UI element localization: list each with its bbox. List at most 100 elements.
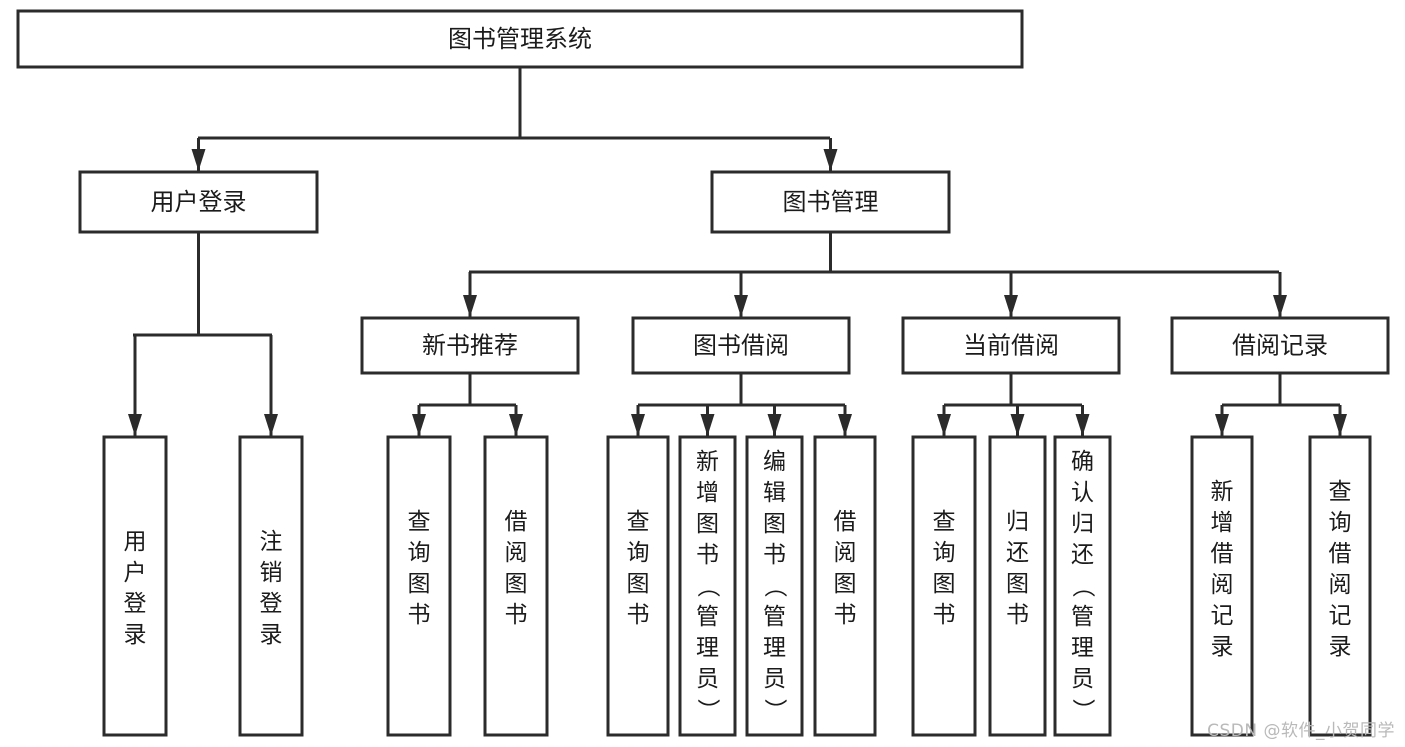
node-label-borrow-record: 借阅记录 bbox=[1232, 332, 1328, 360]
node-label-rec-query-record-char-2: 借 bbox=[1329, 541, 1352, 567]
node-label-user-login-do-char-2: 登 bbox=[124, 591, 147, 617]
node-label-borrow-edit-book-char-2: 图 bbox=[763, 511, 786, 537]
node-label-borrow-query-book-char-0: 查 bbox=[627, 509, 650, 535]
node-box-rec-borrow-book[interactable] bbox=[483, 435, 549, 737]
node-label-rec-query-record-char-0: 查 bbox=[1329, 479, 1352, 505]
node-label-user-login: 用户登录 bbox=[151, 188, 247, 216]
node-label-rec-query-book-char-1: 询 bbox=[408, 540, 431, 566]
arrow-head-icon bbox=[734, 295, 748, 317]
node-box-cur-query-book[interactable] bbox=[911, 435, 977, 737]
node-label-rec-add-record-char-5: 录 bbox=[1211, 634, 1234, 660]
arrow-head-icon bbox=[463, 295, 477, 317]
node-label-rec-add-record-char-3: 阅 bbox=[1211, 572, 1234, 598]
node-label-cur-confirm-return-char-5: 管 bbox=[1071, 604, 1094, 630]
node-label-user-login-do-char-0: 用 bbox=[124, 529, 147, 555]
node-label-rec-add-record-char-4: 记 bbox=[1211, 603, 1234, 629]
node-user-login-do[interactable]: 用户登录 bbox=[102, 435, 168, 737]
arrow-head-icon bbox=[412, 414, 426, 436]
node-label-cur-query-book-char-2: 图 bbox=[933, 571, 956, 597]
node-box-user-login-do[interactable] bbox=[102, 435, 168, 737]
node-label-cur-return-book-char-1: 还 bbox=[1006, 540, 1029, 566]
node-label-rec-query-book-char-0: 查 bbox=[408, 509, 431, 535]
node-book-borrow[interactable]: 图书借阅 bbox=[631, 316, 851, 375]
node-label-borrow-add-book-char-7: 员 bbox=[696, 666, 719, 692]
node-book-manage[interactable]: 图书管理 bbox=[710, 170, 951, 234]
node-box-book-borrow[interactable] bbox=[631, 316, 851, 375]
node-label-borrow-edit-book-char-5: 管 bbox=[763, 604, 786, 630]
node-root[interactable]: 图书管理系统 bbox=[16, 9, 1024, 69]
arrow-head-icon bbox=[767, 414, 782, 436]
node-borrow-record[interactable]: 借阅记录 bbox=[1170, 316, 1390, 375]
node-label-borrow-query-book-char-2: 图 bbox=[627, 571, 650, 597]
node-label-borrow-edit-book-char-0: 编 bbox=[763, 449, 786, 475]
node-label-cur-confirm-return-char-0: 确 bbox=[1071, 449, 1094, 475]
node-label-cur-return-book-char-0: 归 bbox=[1006, 509, 1029, 535]
node-box-new-book-rec[interactable] bbox=[360, 316, 580, 375]
node-box-cur-return-book[interactable] bbox=[988, 435, 1047, 737]
node-new-book-rec[interactable]: 新书推荐 bbox=[360, 316, 580, 375]
node-label-cur-confirm-return-char-8: ） bbox=[1070, 699, 1096, 722]
node-label-borrow-edit-book-char-4: （ bbox=[762, 575, 788, 598]
node-user-login[interactable]: 用户登录 bbox=[78, 170, 319, 234]
node-label-borrow-lend-book-char-0: 借 bbox=[834, 509, 857, 535]
node-label-borrow-edit-book-char-1: 辑 bbox=[763, 480, 786, 506]
node-label-rec-borrow-book-char-2: 图 bbox=[505, 571, 528, 597]
node-label-root: 图书管理系统 bbox=[448, 25, 592, 53]
node-label-cur-query-book-char-1: 询 bbox=[933, 540, 956, 566]
node-box-user-logout[interactable] bbox=[238, 435, 304, 737]
node-label-borrow-add-book-char-8: ） bbox=[695, 699, 721, 722]
node-label-borrow-add-book-char-0: 新 bbox=[696, 449, 719, 475]
arrow-head-icon bbox=[264, 414, 278, 436]
arrow-head-icon bbox=[1004, 295, 1018, 317]
node-label-borrow-lend-book-char-1: 阅 bbox=[834, 540, 857, 566]
node-box-borrow-record[interactable] bbox=[1170, 316, 1390, 375]
arrow-head-icon bbox=[191, 149, 206, 171]
node-label-borrow-add-book-char-2: 图 bbox=[696, 511, 719, 537]
node-box-borrow-query-book[interactable] bbox=[606, 435, 670, 737]
node-box-rec-query-book[interactable] bbox=[386, 435, 452, 737]
node-box-root[interactable] bbox=[16, 9, 1024, 69]
node-box-cur-confirm-return[interactable] bbox=[1053, 435, 1112, 737]
node-box-book-manage[interactable] bbox=[710, 170, 951, 234]
node-label-user-logout-char-1: 销 bbox=[260, 560, 283, 586]
node-box-rec-add-record[interactable] bbox=[1190, 435, 1254, 737]
node-current-borrow[interactable]: 当前借阅 bbox=[901, 316, 1121, 375]
node-label-rec-query-book-char-3: 书 bbox=[408, 602, 431, 628]
node-label-rec-borrow-book-char-1: 阅 bbox=[505, 540, 528, 566]
arrow-head-icon bbox=[937, 414, 951, 436]
arrow-head-icon bbox=[1333, 414, 1347, 436]
node-box-rec-query-record[interactable] bbox=[1308, 435, 1372, 737]
node-label-user-login-do-char-1: 户 bbox=[124, 560, 147, 586]
node-label-book-manage: 图书管理 bbox=[783, 188, 879, 216]
node-label-borrow-edit-book-char-8: ） bbox=[762, 699, 788, 722]
node-label-new-book-rec: 新书推荐 bbox=[422, 332, 518, 360]
node-label-rec-query-record-char-5: 录 bbox=[1329, 634, 1352, 660]
node-label-borrow-query-book-char-1: 询 bbox=[627, 540, 650, 566]
node-label-cur-return-book-char-3: 书 bbox=[1006, 602, 1029, 628]
node-label-rec-add-record-char-1: 增 bbox=[1211, 510, 1234, 536]
node-label-book-borrow: 图书借阅 bbox=[693, 332, 789, 360]
node-label-cur-confirm-return-char-2: 归 bbox=[1071, 511, 1094, 537]
node-box-borrow-add-book[interactable] bbox=[678, 435, 737, 737]
node-label-borrow-add-book-char-5: 管 bbox=[696, 604, 719, 630]
node-box-borrow-edit-book[interactable] bbox=[745, 435, 804, 737]
node-box-borrow-lend-book[interactable] bbox=[813, 435, 877, 737]
node-box-current-borrow[interactable] bbox=[901, 316, 1121, 375]
node-label-borrow-lend-book-char-3: 书 bbox=[834, 602, 857, 628]
arrow-head-icon bbox=[838, 414, 852, 436]
node-box-user-login[interactable] bbox=[78, 170, 319, 234]
node-label-borrow-add-book-char-1: 增 bbox=[696, 480, 719, 506]
